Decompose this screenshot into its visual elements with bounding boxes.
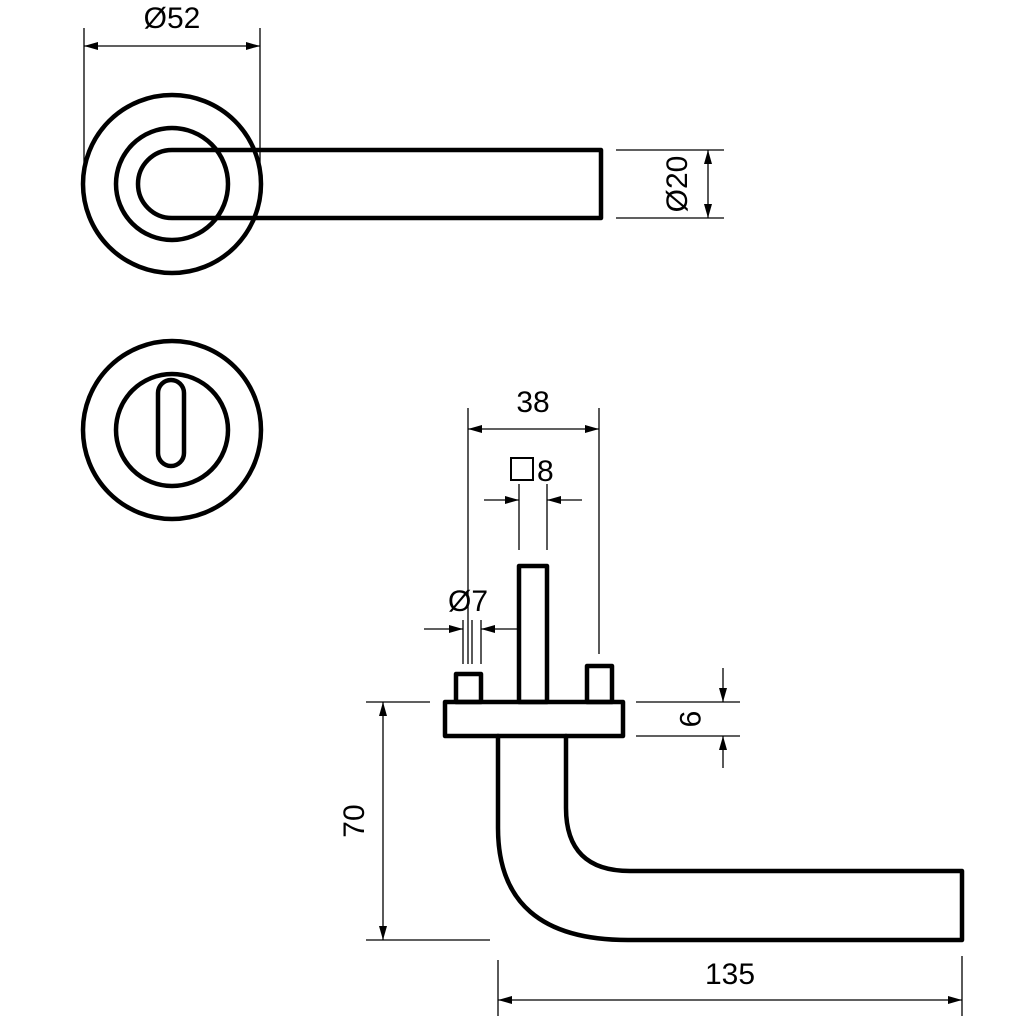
handle-diameter-dimension: Ø20 (616, 149, 724, 219)
spindle-square-dimension: 8 (484, 455, 582, 550)
length-dimension: 135 (497, 956, 963, 1016)
height-dimension: 70 (338, 701, 490, 941)
rose-diameter-label: Ø52 (144, 2, 201, 35)
base-thickness-dimension: 9 (636, 668, 740, 768)
rose-inner-ring (113, 125, 231, 243)
rose-base-plate (442, 699, 626, 739)
keyhole-slot (155, 377, 187, 469)
length-label: 135 (705, 958, 755, 991)
screw-stud-left (453, 671, 484, 705)
escutcheon-outer-circle (80, 338, 264, 522)
escutcheon-inner-ring (113, 371, 231, 489)
spindle (516, 563, 550, 705)
top-view: Ø52 Ø20 (80, 2, 724, 276)
spindle-offset-label: 38 (516, 386, 549, 419)
height-label: 70 (338, 804, 371, 837)
rose-outer-circle (80, 92, 264, 276)
rose-diameter-dimension: Ø52 (83, 2, 261, 176)
spindle-offset-dimension: 38 (467, 386, 600, 664)
base-thickness-label: 9 (673, 711, 706, 728)
square-symbol-icon (510, 457, 534, 481)
screw-diameter-label: Ø7 (448, 585, 488, 618)
handle-diameter-label: Ø20 (661, 156, 694, 213)
lever-top-outline (135, 147, 604, 221)
side-view: 38 8 Ø7 9 (338, 386, 965, 1016)
lever-side-outline (495, 733, 965, 943)
keyhole-escutcheon (80, 338, 264, 522)
screw-diameter-dimension: Ø7 (424, 585, 518, 664)
screw-stud-right (584, 663, 615, 705)
spindle-square-label: 8 (537, 455, 554, 488)
